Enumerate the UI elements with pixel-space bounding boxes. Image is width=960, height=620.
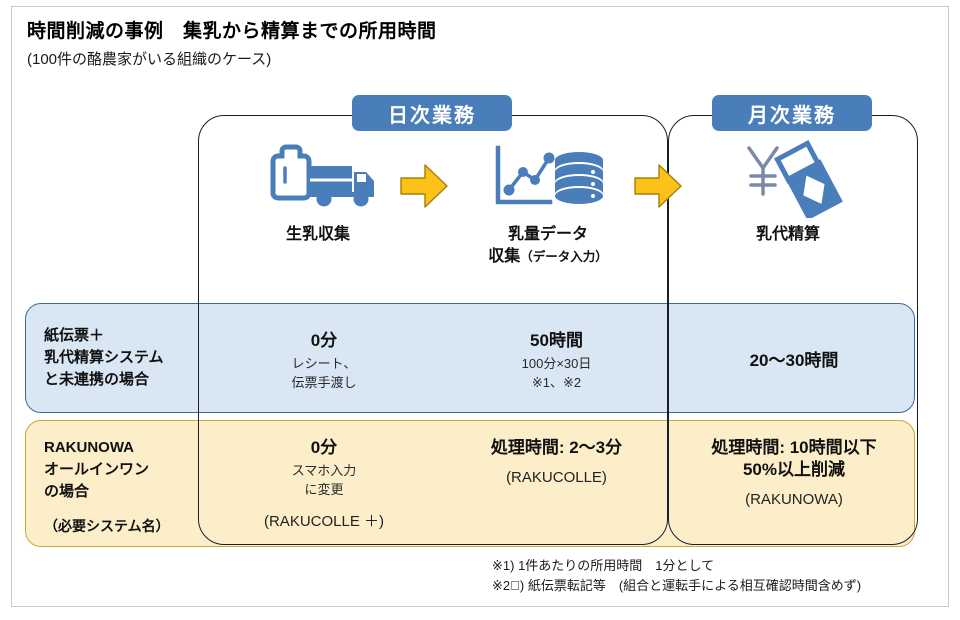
step-label-sub: （データ入力） [520, 249, 608, 264]
row-label-legacy: 紙伝票＋ 乳代精算システム と未連携の場合 [44, 304, 214, 412]
cell-sub-note: 100分×30日 ※1、※2 [521, 355, 592, 390]
row-label-note: （必要システム名） [44, 518, 170, 535]
cell-main-value: 処理時間: 10時間以下 50%以上削減 [711, 438, 877, 480]
cell-main-value: 50時間 [530, 330, 583, 350]
step-milk-collection: 生乳収集 [218, 140, 418, 246]
footnotes: ※1) 1件あたりの所用時間 1分として ※2ﾞ) 紙伝票転記等 (組合と運転手… [492, 556, 861, 596]
cell-rakunowa-collection: 0分 スマホ入力 に変更 (RAKUCOLLE ＋) [219, 421, 429, 546]
cell-legacy-settlement: 20〜30時間 [669, 304, 919, 412]
comparison-row-rakunowa: RAKUNOWA オールインワン の場合 （必要システム名） 0分 スマホ入力 … [25, 420, 915, 547]
row-label-text: 紙伝票＋ 乳代精算システム と未連携の場合 [44, 327, 164, 388]
cell-main-value: 0分 [310, 438, 338, 457]
cell-system-name: (RAKUNOWA) [745, 491, 843, 509]
step-label: 乳代精算 [756, 224, 820, 246]
cell-legacy-data: 50時間 100分×30日 ※1、※2 [449, 304, 664, 412]
step-label-text: 乳量データ 収集 [488, 226, 588, 265]
cell-system-name: (RAKUCOLLE) [506, 469, 607, 487]
cell-system-name: (RAKUCOLLE ＋) [263, 512, 385, 530]
step-label: 生乳収集 [286, 224, 350, 246]
flow-arrow-1 [398, 160, 450, 217]
cell-main-value: 20〜30時間 [749, 350, 839, 370]
cell-rakunowa-settlement: 処理時間: 10時間以下 50%以上削減 (RAKUNOWA) [669, 421, 919, 546]
yen-banknote-icon [733, 140, 843, 218]
cell-sub-note: レシート、 伝票手渡し [291, 355, 357, 390]
cell-legacy-collection: 0分 レシート、 伝票手渡し [219, 304, 429, 412]
phase-badge-monthly: 月次業務 [712, 95, 872, 131]
row-label-text: RAKUNOWA オールインワン の場合 [44, 439, 150, 500]
page-title: 時間削減の事例 集乳から精算までの所用時間 [27, 21, 437, 42]
comparison-row-legacy: 紙伝票＋ 乳代精算システム と未連携の場合 0分 レシート、 伝票手渡し 50時… [25, 303, 915, 413]
step-label-text: 生乳収集 [285, 226, 350, 243]
page-subtitle: (100件の酪農家がいる組織のケース) [27, 51, 272, 68]
step-label-text: 乳代精算 [755, 226, 820, 243]
step-label: 乳量データ 収集（データ入力） [488, 224, 608, 267]
flow-arrow-2 [632, 160, 684, 217]
step-milk-data-collection: 乳量データ 収集（データ入力） [448, 140, 648, 267]
cell-sub-note: スマホ入力 に変更 [291, 463, 357, 497]
cell-main-value: 処理時間: 2〜3分 [490, 438, 623, 457]
step-milk-payment-settlement: 乳代精算 [688, 140, 888, 246]
footnote-1: ※1) 1件あたりの所用時間 1分として [492, 558, 715, 573]
cell-main-value: 0分 [310, 330, 338, 350]
chart-database-icon [489, 140, 607, 218]
phase-badge-daily: 日次業務 [352, 95, 512, 131]
milk-truck-icon [258, 140, 378, 218]
row-label-rakunowa: RAKUNOWA オールインワン の場合 （必要システム名） [44, 421, 214, 546]
cell-rakunowa-data: 処理時間: 2〜3分 (RAKUCOLLE) [449, 421, 664, 546]
footnote-2: ※2ﾞ) 紙伝票転記等 (組合と運転手による相互確認時間含めず) [492, 578, 862, 594]
process-steps: 生乳収集 [0, 140, 960, 280]
